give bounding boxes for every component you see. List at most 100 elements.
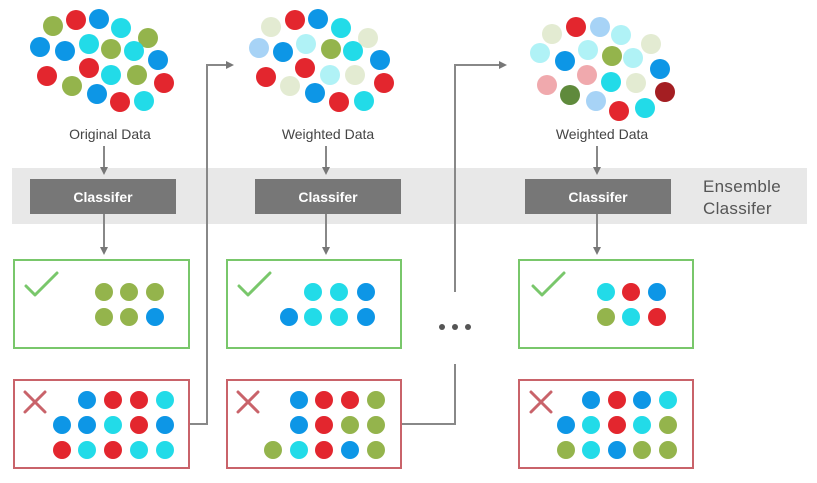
ellipsis-icon [439, 324, 471, 330]
wrong-point [264, 441, 282, 459]
data-point [609, 101, 629, 121]
wrong-box-2 [226, 379, 402, 469]
arrow-feedback-2b [454, 61, 507, 292]
data-point [55, 41, 75, 61]
data-point [560, 85, 580, 105]
data-point [370, 50, 390, 70]
data-point [331, 18, 351, 38]
wrong-point [608, 441, 626, 459]
data-point [138, 28, 158, 48]
wrong-point [104, 441, 122, 459]
correct-point [95, 308, 113, 326]
data-point [66, 10, 86, 30]
correct-point [330, 283, 348, 301]
data-point [601, 72, 621, 92]
wrong-point [78, 391, 96, 409]
data-point [87, 84, 107, 104]
wrong-point [341, 391, 359, 409]
check-icon [237, 271, 272, 297]
correct-point [120, 283, 138, 301]
data-point [354, 91, 374, 111]
correct-box-3 [518, 259, 694, 349]
data-point [89, 9, 109, 29]
correct-point [648, 308, 666, 326]
correct-point [597, 308, 615, 326]
cross-icon [529, 390, 553, 414]
wrong-point [367, 391, 385, 409]
data-point [285, 10, 305, 30]
data-point [110, 92, 130, 112]
data-point [273, 42, 293, 62]
data-point [148, 50, 168, 70]
data-point [555, 51, 575, 71]
weighted-data-label-1: Weighted Data [281, 126, 375, 142]
wrong-point [582, 441, 600, 459]
data-point [530, 43, 550, 63]
data-point [626, 73, 646, 93]
wrong-point [104, 391, 122, 409]
classifier-box-2: Classifer [255, 179, 401, 214]
data-point [611, 25, 631, 45]
data-point [623, 48, 643, 68]
wrong-point [315, 391, 333, 409]
check-icon [24, 271, 59, 297]
data-point [154, 73, 174, 93]
correct-box-1 [13, 259, 190, 349]
wrong-point [341, 441, 359, 459]
data-point [134, 91, 154, 111]
data-point [305, 83, 325, 103]
data-point [542, 24, 562, 44]
wrong-point [659, 391, 677, 409]
data-point [329, 92, 349, 112]
weighted-data-label-2: Weighted Data [555, 126, 649, 142]
data-point [249, 38, 269, 58]
correct-point [304, 308, 322, 326]
wrong-point [156, 441, 174, 459]
correct-point [597, 283, 615, 301]
data-point [321, 39, 341, 59]
data-point [43, 16, 63, 36]
wrong-point [608, 391, 626, 409]
wrong-box-3 [518, 379, 694, 469]
data-point [261, 17, 281, 37]
data-point [256, 67, 276, 87]
original-data-label: Original Data [69, 126, 151, 142]
correct-point [357, 283, 375, 301]
data-point [320, 65, 340, 85]
correct-point [357, 308, 375, 326]
data-point [590, 17, 610, 37]
data-point [124, 41, 144, 61]
correct-point [280, 308, 298, 326]
data-point [296, 34, 316, 54]
wrong-point [659, 441, 677, 459]
correct-point [648, 283, 666, 301]
data-point [374, 73, 394, 93]
wrong-point [633, 416, 651, 434]
wrong-point [53, 441, 71, 459]
data-point [37, 66, 57, 86]
wrong-point [290, 416, 308, 434]
data-point [30, 37, 50, 57]
wrong-point [53, 416, 71, 434]
wrong-point [156, 416, 174, 434]
wrong-point [315, 441, 333, 459]
correct-point [146, 283, 164, 301]
wrong-point [557, 416, 575, 434]
data-point [577, 65, 597, 85]
data-point [101, 39, 121, 59]
wrong-point [290, 391, 308, 409]
wrong-point [290, 441, 308, 459]
wrong-point [130, 391, 148, 409]
wrong-point [633, 441, 651, 459]
check-icon [531, 271, 566, 297]
arrow-feedback-1 [190, 61, 234, 425]
wrong-point [78, 416, 96, 434]
correct-box-2 [226, 259, 402, 349]
wrong-point [582, 416, 600, 434]
data-point [578, 40, 598, 60]
data-point [641, 34, 661, 54]
wrong-point [367, 416, 385, 434]
wrong-point [582, 391, 600, 409]
data-point [537, 75, 557, 95]
wrong-point [557, 441, 575, 459]
